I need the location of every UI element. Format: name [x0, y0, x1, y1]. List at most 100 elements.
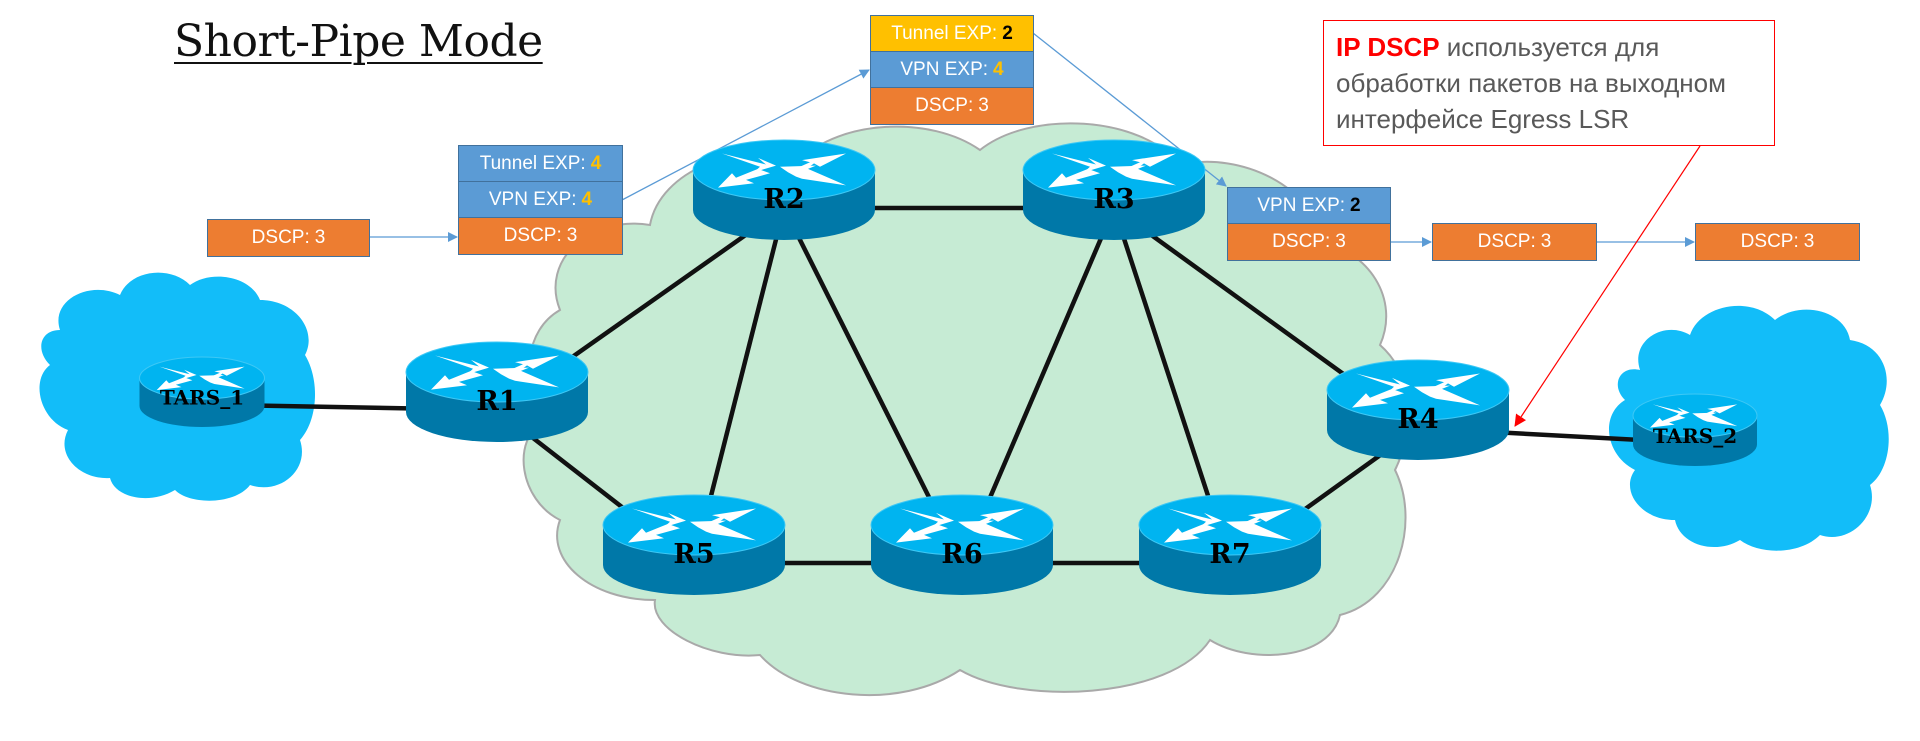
header-field-dscp: DSCP:3: [459, 218, 622, 254]
header-field-dscp: DSCP:3: [1696, 224, 1859, 260]
arrow-glyph: [958, 520, 1024, 541]
router-label: R3: [1093, 184, 1134, 215]
router-label: R4: [1397, 404, 1438, 435]
arrow-glyph: [1164, 523, 1216, 543]
router-top: [139, 356, 265, 400]
page-title: Short-Pipe Mode: [174, 16, 543, 67]
field-label: DSCP:: [915, 95, 974, 116]
header-field-exp: Tunnel EXP:4: [459, 146, 622, 182]
arrow-glyph: [1048, 168, 1100, 188]
header-field-dscp: DSCP:3: [1433, 224, 1596, 260]
field-value: 3: [1335, 231, 1346, 252]
field-label: VPN EXP:: [488, 188, 577, 210]
router-r7[interactable]: R7: [1138, 494, 1322, 595]
router-arrows-icon: [1650, 404, 1738, 428]
router-r4[interactable]: R4: [1326, 359, 1510, 460]
field-label: DSCP:: [1272, 231, 1331, 252]
arrow-glyph: [780, 165, 846, 186]
router-label: R6: [941, 539, 982, 570]
field-label: DSCP:: [1477, 231, 1536, 252]
router-arrows-icon: [156, 366, 245, 391]
arrow-glyph: [722, 153, 776, 173]
arrow-glyph: [1052, 153, 1106, 173]
router-arrows-icon: [896, 508, 1024, 543]
field-value: 2: [1002, 22, 1013, 44]
field-label: DSCP:: [251, 227, 310, 248]
field-value: 3: [978, 95, 989, 116]
arrow-glyph: [431, 370, 483, 390]
arrow-glyph: [199, 374, 245, 389]
arrow-glyph: [1356, 373, 1410, 393]
arrow-glyph: [156, 377, 193, 391]
arrow-glyph: [632, 508, 686, 528]
router-arrows-icon: [1048, 153, 1176, 188]
arrow-glyph: [1650, 414, 1686, 428]
arrow-glyph: [1226, 520, 1292, 541]
header-field-tunnel: Tunnel EXP:2: [871, 16, 1033, 52]
router-label: R2: [763, 184, 804, 215]
router-arrows-icon: [1352, 373, 1480, 408]
callout-pointer: [1514, 145, 1701, 427]
arrow-glyph: [628, 523, 680, 543]
arrow-glyph: [718, 168, 770, 188]
packet-ingress: DSCP:3: [207, 219, 370, 257]
arrow-glyph: [493, 367, 559, 388]
router-label: R5: [673, 539, 714, 570]
header-field-dscp: DSCP:3: [208, 220, 369, 256]
field-value: 3: [314, 227, 326, 248]
callout-text: используется для обработки пакетов на вы…: [1336, 32, 1726, 134]
header-field-exp: VPN EXP:4: [871, 52, 1033, 88]
router-label: TARS_1: [160, 386, 244, 410]
field-label: Tunnel EXP:: [479, 152, 586, 174]
router-top: [1632, 393, 1758, 438]
arrow-glyph: [690, 520, 756, 541]
header-field-exp: VPN EXP:4: [459, 182, 622, 218]
callout-highlight: IP DSCP: [1336, 32, 1440, 62]
router-r6[interactable]: R6: [870, 494, 1054, 595]
router-r5[interactable]: R5: [602, 494, 786, 595]
arrow-glyph: [1110, 165, 1176, 186]
field-value: 4: [581, 188, 593, 210]
router-arrows-icon: [718, 153, 846, 188]
field-value: 4: [993, 58, 1004, 80]
arrow-glyph: [159, 366, 197, 380]
field-value: 2: [1350, 194, 1361, 216]
arrow-glyph: [1692, 412, 1738, 427]
arrow-glyph: [435, 355, 489, 375]
arrow-glyph: [896, 523, 948, 543]
header-field-dscp: DSCP:3: [871, 88, 1033, 124]
arrow-glyph: [1652, 404, 1690, 418]
router-tars_1[interactable]: TARS_1: [139, 356, 265, 427]
field-value: 3: [1540, 231, 1552, 252]
callout-box: IP DSCP используется для обработки пакет…: [1323, 20, 1775, 146]
router-arrows-icon: [1164, 508, 1292, 543]
field-value: 3: [1803, 231, 1815, 252]
packet-egress: DSCP:3: [1695, 223, 1860, 261]
router-label: TARS_2: [1653, 424, 1737, 448]
router-r3[interactable]: R3: [1022, 139, 1206, 240]
field-value: 4: [590, 152, 602, 174]
arrow-glyph: [1352, 388, 1404, 408]
arrow-glyph: [1168, 508, 1222, 528]
flow-arrow-2: [621, 69, 870, 201]
field-value: 3: [566, 225, 578, 246]
arrow-glyph: [900, 508, 954, 528]
header-field-dscp: DSCP:3: [1228, 224, 1390, 260]
field-label: VPN EXP:: [1257, 194, 1346, 216]
router-r2[interactable]: R2: [692, 139, 876, 240]
arrow-glyph: [1414, 385, 1480, 406]
router-r1[interactable]: R1: [405, 341, 589, 442]
router-label: R7: [1209, 539, 1250, 570]
router-tars_2[interactable]: TARS_2: [1632, 393, 1758, 466]
router-arrows-icon: [628, 508, 756, 543]
field-label: Tunnel EXP:: [891, 22, 998, 44]
field-label: DSCP:: [503, 225, 562, 246]
header-field-exp: VPN EXP:2: [1228, 188, 1390, 224]
packet-after-r4: DSCP:3: [1432, 223, 1597, 261]
field-label: VPN EXP:: [900, 58, 989, 80]
router-arrows-icon: [431, 355, 559, 390]
